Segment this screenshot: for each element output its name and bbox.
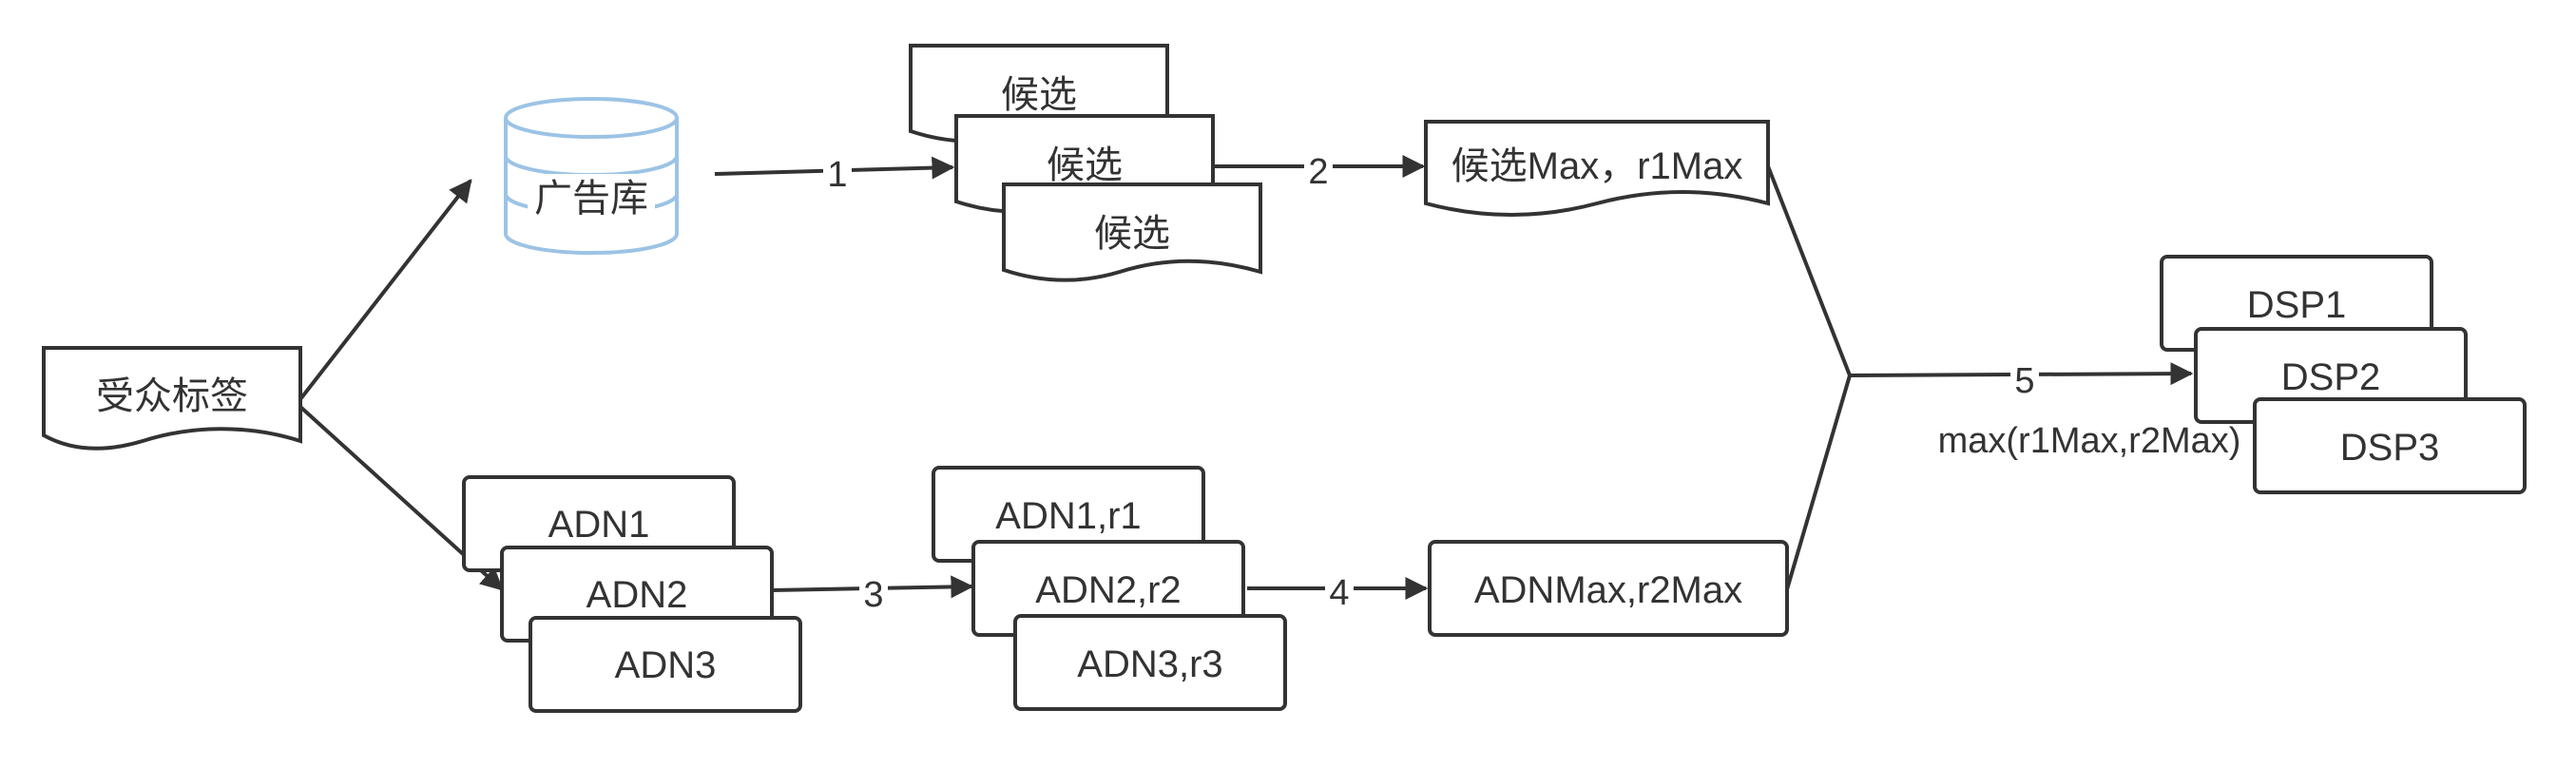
candidate-max-node: 候选Max，r1Max [1424,120,1770,217]
adn3-box: ADN3 [529,616,802,713]
edge-tags-to-adlibrary [298,179,472,401]
adn1-r1-label: ADN1,r1 [995,495,1141,537]
step-2-label: 2 [1308,152,1328,192]
edge-candidatemax-to-merge [1766,165,1852,376]
step-1-label: 1 [827,155,847,195]
audience-tags-label: 受众标签 [96,375,248,417]
step-3-label: 3 [863,575,883,615]
edge-adnmax-to-merge [1785,374,1852,590]
adn3-r3-box: ADN3,r3 [1013,614,1287,711]
candidate-2-label: 候选 [1047,144,1123,186]
adn2-r2-box: ADN2,r2 [971,540,1245,637]
adn1-label: ADN1 [548,504,650,546]
adn3-label: ADN3 [615,644,717,686]
dsp1-label: DSP1 [2247,284,2347,326]
edge-labels: 1 2 3 4 5 max(r1Max,r2Max) [823,150,2240,615]
candidate-1-label: 候选 [1001,74,1077,116]
merge-label: max(r1Max,r2Max) [1938,421,2241,461]
ad-library-label: 广告库 [534,178,648,220]
dsp3-box: DSP3 [2253,397,2527,494]
adn-max-label: ADNMax,r2Max [1474,569,1742,611]
candidate-3-label: 候选 [1094,213,1170,255]
adn2-label: ADN2 [586,574,688,616]
dsp1-box: DSP1 [2160,255,2433,352]
dsp3-label: DSP3 [2340,427,2440,469]
audience-tags-node: 受众标签 [42,346,302,451]
ad-library-node: 广告库 [504,97,679,255]
adn-stack: ADN1 ADN2 ADN3 [462,475,802,713]
adn2-r2-label: ADN2,r2 [1035,569,1181,611]
step-4-label: 4 [1329,573,1349,613]
adn-r-stack: ADN1,r1 ADN2,r2 ADN3,r3 [932,466,1287,711]
step-5-label: 5 [2014,361,2034,401]
adn3-r3-label: ADN3,r3 [1077,643,1222,685]
dsp-stack: DSP1 DSP2 DSP3 [2160,255,2527,494]
candidate-stack: 候选 候选 候选 [909,44,1262,282]
dsp2-label: DSP2 [2281,356,2381,398]
candidate-doc-3: 候选 [1002,182,1262,282]
adn-max-node: ADNMax,r2Max [1428,540,1789,637]
candidate-max-label: 候选Max，r1Max [1451,145,1743,187]
